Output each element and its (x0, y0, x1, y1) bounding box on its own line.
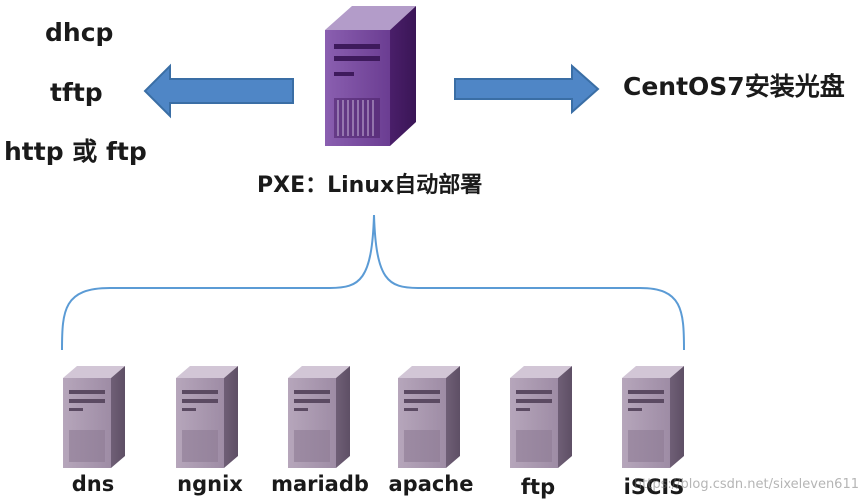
server-icon (288, 366, 350, 468)
server-icon (176, 366, 238, 468)
node-label-mariadb: mariadb (271, 472, 369, 496)
node-label-dns: dns (71, 472, 115, 496)
service-label-dhcp: dhcp (45, 18, 114, 47)
server-icon (510, 366, 572, 468)
node-label-apache: apache (388, 472, 474, 496)
service-label-tftp: tftp (50, 78, 103, 107)
server-icon (63, 366, 125, 468)
server-icon (398, 366, 460, 468)
right-arrow-icon (454, 63, 600, 115)
left-arrow-icon (143, 63, 294, 119)
node-label-ngnix: ngnix (177, 472, 243, 496)
server-icon (622, 366, 684, 468)
pxe-caption: PXE：Linux自动部署 (257, 173, 483, 198)
target-label: CentOS7安装光盘 (623, 72, 845, 101)
watermark: https://blog.csdn.net/sixeleven611 (633, 477, 859, 492)
service-label-http-ftp: http 或 ftp (4, 137, 147, 166)
node-label-iscis: iSCIS (623, 475, 685, 499)
node-label-ftp: ftp (520, 475, 556, 499)
main-server-icon (325, 6, 416, 146)
curly-brace (61, 214, 685, 351)
